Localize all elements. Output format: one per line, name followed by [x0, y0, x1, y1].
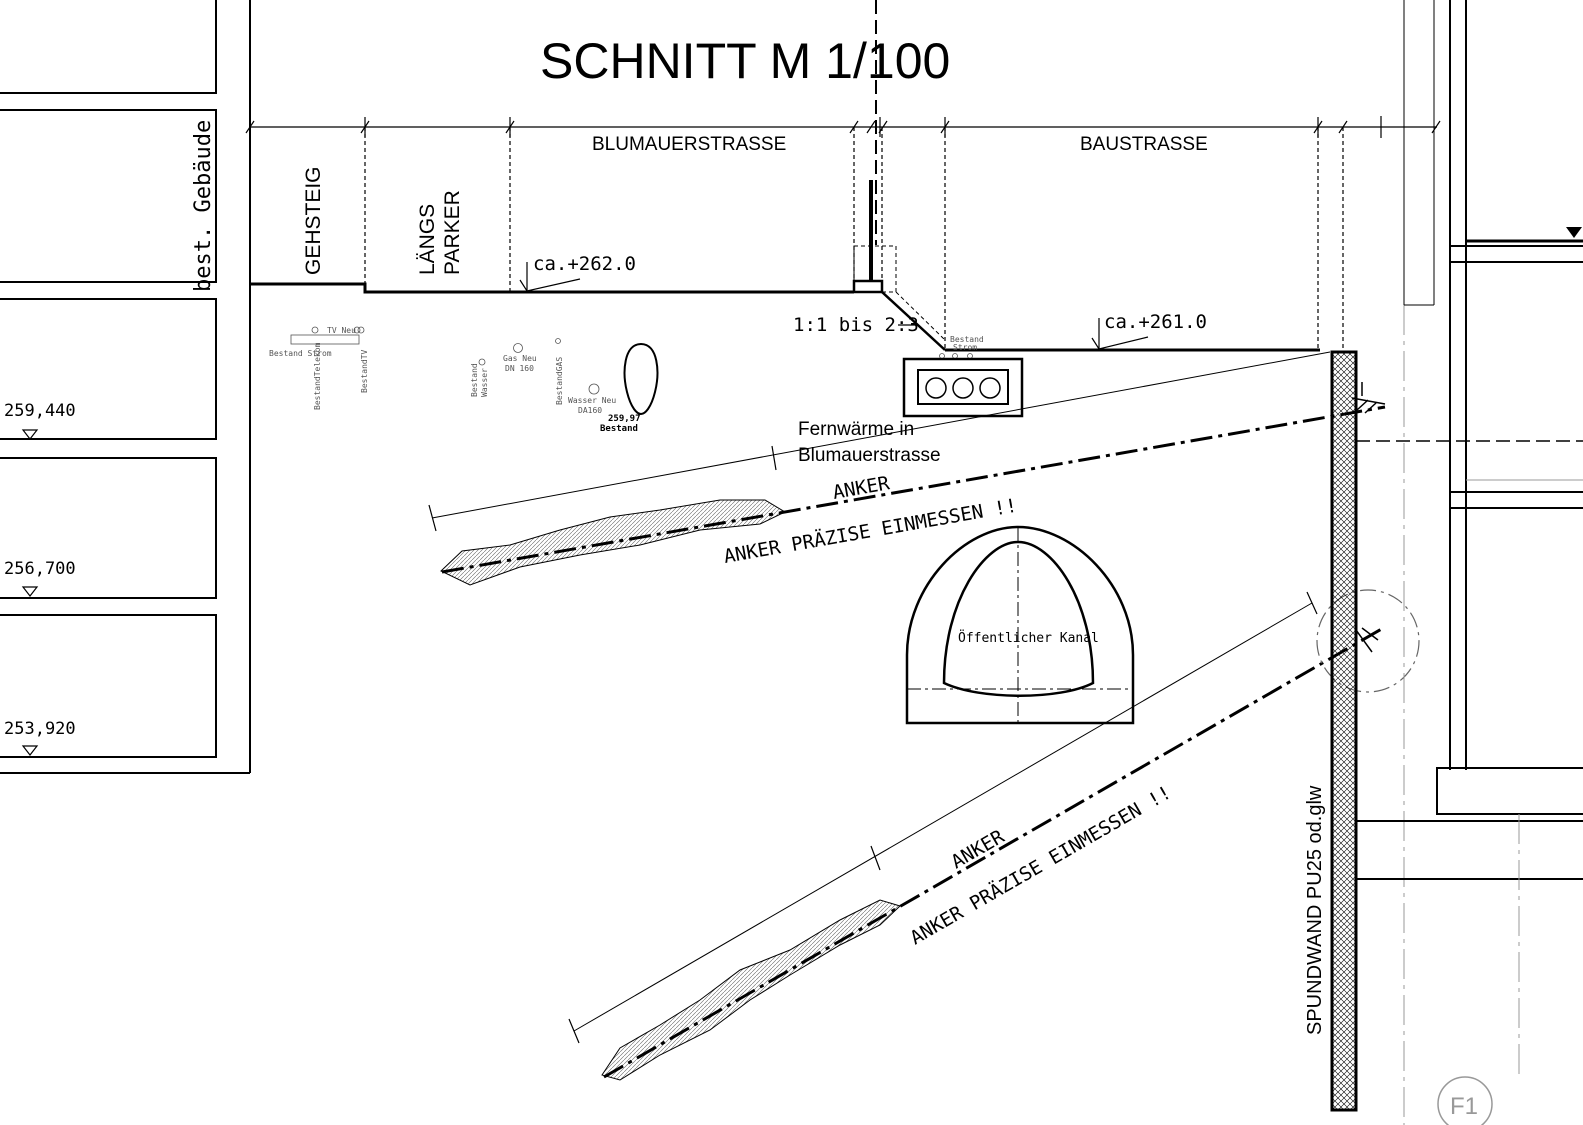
anchor-2-note: ANKER PRÄZISE EINMESSEN !! — [906, 781, 1175, 950]
slope-note: 1:1 bis 2:3 — [793, 314, 919, 336]
district-heating-duct — [902, 357, 1024, 418]
building-label: best. Gebäude — [191, 120, 216, 292]
drawing-title: SCHNITT M 1/100 — [540, 33, 950, 89]
utility-lines: TV Neu Bestand Strom BestandTelekom Best… — [269, 326, 984, 434]
ground-profile — [250, 180, 1320, 352]
sheet-pile-wall — [1330, 350, 1358, 1112]
label-wasser-da: DA160 — [578, 406, 602, 415]
label-bestand-gas: BestandGAS — [555, 357, 564, 405]
level-marker-icon — [1566, 227, 1582, 238]
level-marker-icon — [1091, 318, 1149, 350]
fernwaerme-line1: Fernwärme in — [798, 419, 914, 440]
zone-parker: PARKER — [441, 190, 464, 275]
label-gas-dn: DN 160 — [505, 364, 534, 373]
level-marker-icon — [21, 429, 39, 440]
label-bestand-wasser: Bestand — [470, 363, 479, 397]
zone-gehsteig: GEHSTEIG — [302, 166, 325, 275]
label-tv-neu: TV Neu — [327, 326, 356, 335]
level-262: ca.+262.0 — [533, 253, 636, 275]
label-kanal-level: 259,97 — [608, 414, 641, 424]
axis-marker-icon — [1437, 1076, 1493, 1125]
label-bestand-2: Bestand — [950, 335, 984, 344]
zone-laengs: LÄNGS — [416, 204, 439, 275]
label-bestand-telekom: BestandTelekom — [313, 342, 322, 410]
level-marker-icon — [21, 745, 39, 756]
label-bestand-strom: Bestand Strom — [269, 349, 332, 358]
anchor-2-label: ANKER — [948, 825, 1009, 873]
zone-baustrasse: BAUSTRASSE — [1080, 134, 1208, 155]
label-strom-2: Strom — [953, 343, 977, 352]
label-wasser-neu: Wasser Neu — [568, 396, 616, 405]
level-marker-icon — [519, 262, 581, 292]
level-253920: 253,920 — [4, 719, 76, 739]
anchor-1-label: ANKER — [831, 472, 892, 504]
kanal-label: Öffentlicher Kanal — [958, 629, 1099, 646]
level-261: ca.+261.0 — [1104, 311, 1207, 333]
axis-label: F1 — [1450, 1093, 1478, 1120]
level-marker-icon — [21, 586, 39, 597]
label-wasser: Wasser — [480, 368, 489, 397]
fernwaerme-line2: Blumauerstrasse — [798, 445, 941, 466]
existing-sewer-egg-icon — [623, 342, 659, 416]
public-sewer — [905, 525, 1135, 725]
anchor-lower — [568, 589, 1420, 1081]
existing-building: best. Gebäude 259,440 256,700 253,920 — [0, 0, 251, 774]
level-259440: 259,440 — [4, 401, 76, 421]
label-bestand-tv: BestandTV — [360, 349, 369, 393]
label-kanal-bestand: Bestand — [600, 424, 638, 434]
level-256700: 256,700 — [4, 559, 76, 579]
zone-blumauerstrasse: BLUMAUERSTRASSE — [592, 134, 786, 155]
anchor-upper — [428, 351, 1386, 586]
new-building: F1 — [1356, 0, 1583, 1125]
spundwand-label: SPUNDWAND PU25 od.glw — [1304, 785, 1326, 1035]
label-gas-neu: Gas Neu — [503, 354, 537, 363]
dimension-chain — [245, 116, 1441, 350]
